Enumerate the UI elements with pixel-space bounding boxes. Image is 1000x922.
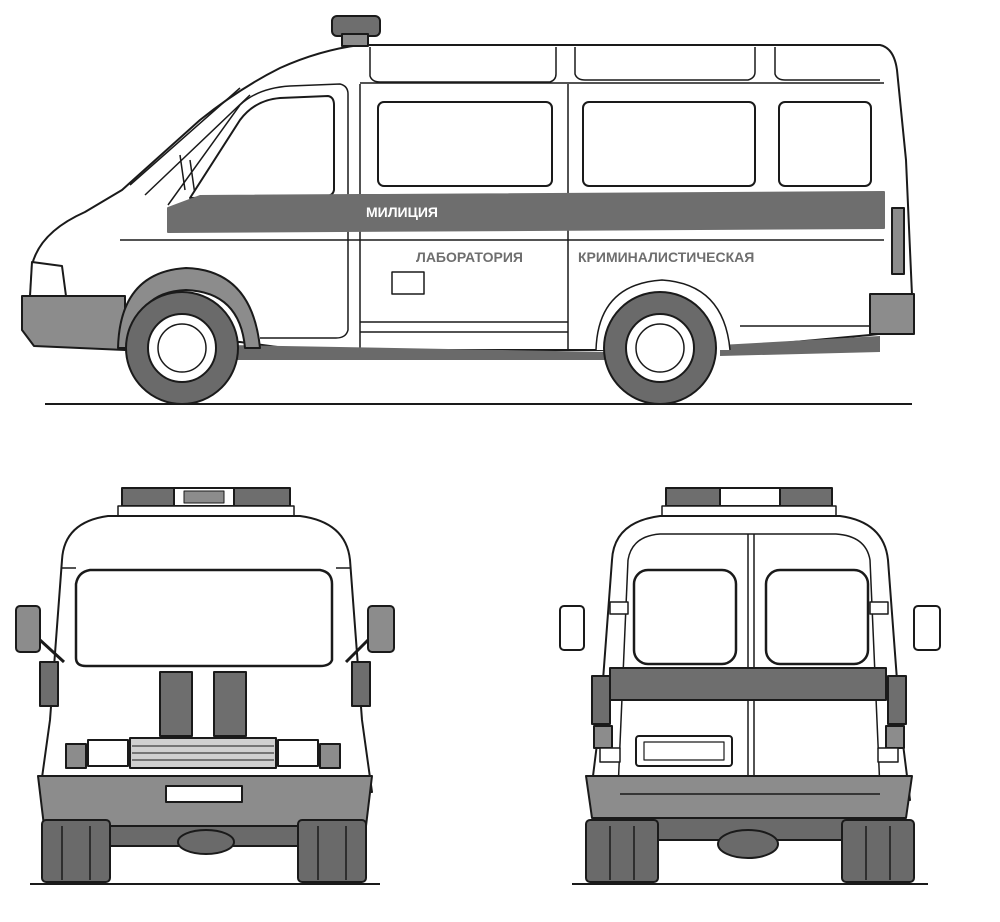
side-view: МИЛИЦИЯ ЛАБОРАТОРИЯ КРИМИНАЛИСТИЧЕСКАЯ — [21, 15, 915, 405]
hood-stripe-left — [159, 671, 193, 737]
fender-light-left — [65, 743, 87, 769]
light-bar-base — [117, 505, 295, 517]
cab-door — [167, 83, 349, 339]
mirror-right — [367, 605, 395, 653]
fender-light-right — [319, 743, 341, 769]
rear-window-right — [764, 568, 870, 666]
front-side-stripe-right — [351, 661, 371, 707]
front-tire-left — [41, 819, 111, 883]
rear-light-bar-center — [719, 487, 781, 507]
hood-stripe-right — [213, 671, 247, 737]
light-bar-left — [121, 487, 175, 507]
rear-bumper — [869, 293, 915, 335]
rear-mirror-right — [913, 605, 941, 651]
headlight-left — [87, 739, 129, 767]
underbody-rear — [720, 336, 880, 356]
license-plate-front — [165, 785, 243, 803]
rear-hub — [635, 323, 685, 373]
reflector-right — [877, 747, 899, 763]
body-label-1: ЛАБОРАТОРИЯ — [416, 249, 523, 265]
license-plate-rear-inner — [643, 741, 725, 761]
beacon-base — [341, 33, 369, 47]
rear-tire-left — [585, 819, 659, 883]
a-pillar — [129, 87, 251, 196]
rear-mirror-left — [559, 605, 585, 651]
body-label-2: КРИМИНАЛИСТИЧЕСКАЯ — [578, 249, 754, 265]
roof-panel — [369, 47, 557, 83]
headlight-right — [277, 739, 319, 767]
stripe-label: МИЛИЦИЯ — [366, 204, 438, 220]
marker-light-left — [609, 601, 629, 615]
rear-window-left — [632, 568, 738, 666]
rear-side-stripe-left — [591, 675, 611, 725]
windshield — [74, 568, 334, 668]
rear-side-stripe-right — [887, 675, 907, 725]
side-window-1 — [377, 101, 553, 187]
headlight — [29, 261, 67, 297]
rear-light-bar-right — [779, 487, 833, 507]
tail-light — [891, 207, 905, 275]
marker-light-right — [869, 601, 889, 615]
rear-stripe — [609, 667, 887, 701]
rear-bumper-rear — [585, 775, 913, 819]
police-stripe — [167, 191, 885, 233]
rear-differential — [717, 829, 779, 859]
front-tire-right — [297, 819, 367, 883]
side-window-2 — [582, 101, 756, 187]
mirror-arm — [179, 154, 196, 196]
light-bar-center-inner — [183, 490, 225, 504]
mirror-arm-left — [38, 638, 66, 664]
light-bar-right — [233, 487, 291, 507]
mirror-arm-right — [344, 638, 370, 664]
mirror-left — [15, 605, 41, 653]
front-side-stripe-left — [39, 661, 59, 707]
roof-panel — [774, 47, 880, 81]
front-hub — [157, 323, 207, 373]
rear-door-frame — [627, 533, 881, 791]
front-bumper — [21, 295, 126, 351]
roof-panel — [574, 47, 756, 81]
tail-light-left — [593, 725, 613, 749]
side-window-3 — [778, 101, 872, 187]
rear-light-bar-left — [665, 487, 721, 507]
front-axle — [177, 829, 235, 855]
reflector-left — [599, 747, 621, 763]
rear-tire-right — [841, 819, 915, 883]
front-view — [15, 487, 395, 885]
underbody — [230, 345, 610, 360]
rear-light-bar-base — [661, 505, 837, 517]
fuel-filler — [391, 271, 425, 295]
tail-light-right — [885, 725, 905, 749]
rear-view — [559, 487, 941, 885]
